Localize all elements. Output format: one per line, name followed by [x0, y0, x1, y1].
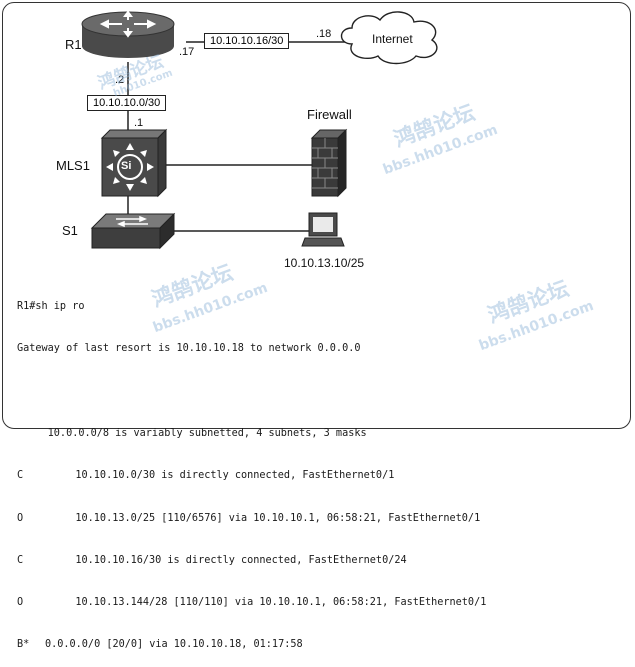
subnet-wan-box: 10.10.10.16/30 — [204, 33, 290, 49]
route-code: B* — [17, 639, 30, 651]
route-entry: O 10.10.13.0/25 [110/6576] via 10.10.10.… — [17, 512, 627, 526]
firewall-icon — [310, 128, 348, 198]
route-code: C — [17, 470, 24, 482]
port-r1-wan: .17 — [179, 46, 195, 58]
cli-blank — [17, 385, 627, 399]
firewall-label: Firewall — [307, 107, 352, 122]
cli-prompt: R1#sh ip ro — [17, 301, 85, 313]
cli-output: R1#sh ip ro Gateway of last resort is 10… — [17, 272, 627, 667]
subnet-lan-box: 10.10.10.0/30 — [87, 95, 167, 111]
route-entry: O 10.10.13.144/28 [110/110] via 10.10.10… — [17, 596, 627, 610]
route-code: O — [17, 597, 24, 609]
route-text: 10.10.13.144/28 [110/110] via 10.10.10.1… — [57, 597, 487, 609]
internet-label: Internet — [372, 32, 413, 46]
internet-cloud-icon — [340, 11, 438, 65]
host-computer-icon — [301, 212, 345, 247]
s1-label: S1 — [62, 223, 78, 238]
route-entry: C 10.10.10.0/30 is directly connected, F… — [17, 469, 627, 483]
topology-diagram — [81, 10, 438, 250]
multilayer-switch-icon — [100, 128, 168, 198]
route-text: 10.10.10.16/30 is directly connected, Fa… — [57, 554, 407, 566]
si-glyph: Si — [121, 160, 132, 172]
route-text: 10.10.10.0/30 is directly connected, Fas… — [57, 470, 395, 482]
router-icon — [81, 10, 175, 58]
r1-label: R1 — [65, 37, 82, 52]
cli-summary: 10.0.0.0/8 is variably subnetted, 4 subn… — [17, 428, 367, 440]
port-r1-lan: .2 — [115, 74, 125, 86]
route-code: C — [17, 554, 24, 566]
route-entry: B* 0.0.0.0/0 [20/0] via 10.10.10.18, 01:1… — [17, 638, 627, 652]
mls1-label: MLS1 — [56, 158, 90, 173]
cli-gateway: Gateway of last resort is 10.10.10.18 to… — [17, 343, 361, 355]
route-entry: C 10.10.10.16/30 is directly connected, … — [17, 554, 627, 568]
port-mls1-lan: .1 — [134, 117, 144, 129]
route-text: 0.0.0.0/0 [20/0] via 10.10.10.18, 01:17:… — [45, 639, 303, 651]
route-text: 10.10.13.0/25 [110/6576] via 10.10.10.1,… — [57, 512, 481, 524]
route-code: O — [17, 512, 24, 524]
port-internet-wan: .18 — [316, 28, 332, 40]
switch-icon — [90, 212, 176, 250]
host-ip-label: 10.10.13.10/25 — [284, 256, 365, 270]
